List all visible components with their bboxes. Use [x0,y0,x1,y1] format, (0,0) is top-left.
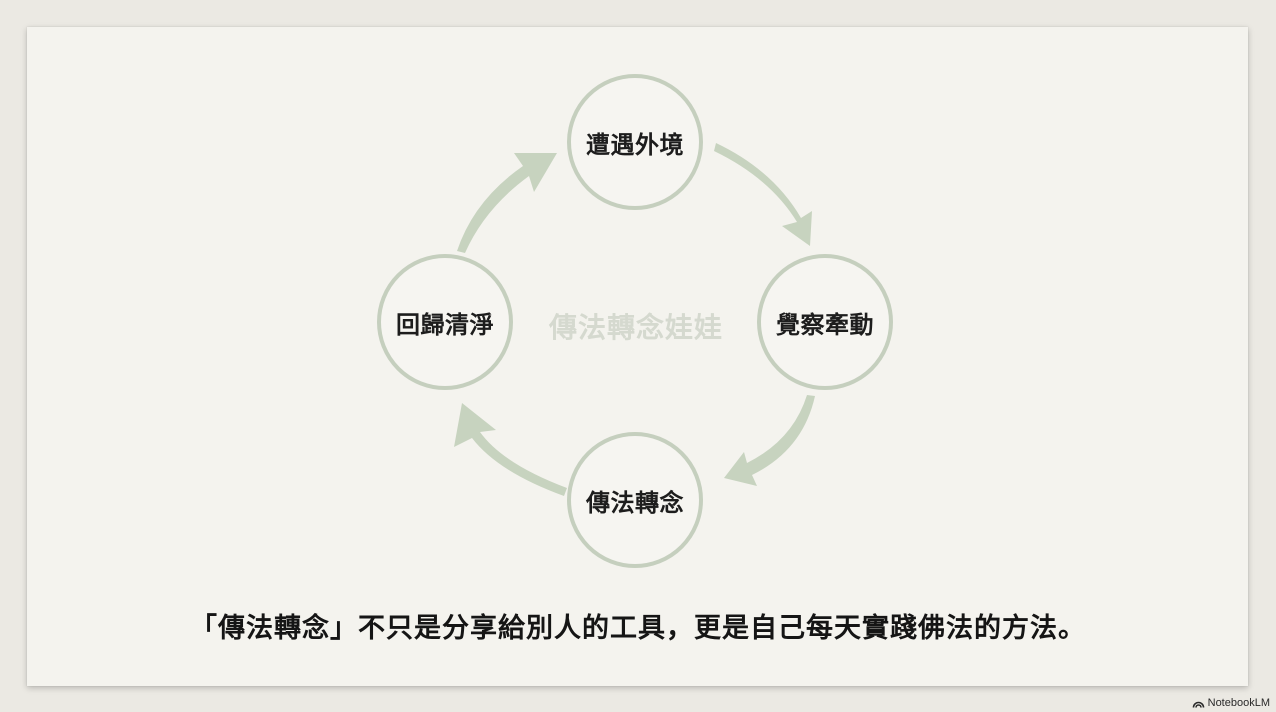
node-encounter: 遭遇外境 [567,74,703,210]
notebooklm-brand: NotebookLM [1192,697,1270,709]
node-transform-label: 傳法轉念 [586,488,684,517]
center-watermark-label: 傳法轉念娃娃 [548,311,723,344]
node-awareness: 覺察牽動 [757,254,893,390]
node-transform: 傳法轉念 [567,432,703,568]
notebooklm-logo-icon [1192,701,1204,708]
arrow-bottom-to-left [454,403,567,496]
node-return: 回歸清淨 [377,254,513,390]
slide-caption: 「傳法轉念」不只是分享給別人的工具，更是自己每天實踐佛法的方法。 [190,613,1086,644]
brand-name: NotebookLM [1207,697,1270,709]
arrow-right-to-bottom [724,395,815,486]
arrow-left-to-top [457,153,557,253]
node-encounter-label: 遭遇外境 [586,130,684,159]
node-return-label: 回歸清淨 [396,310,494,339]
arrow-top-to-right [714,143,812,246]
node-awareness-label: 覺察牽動 [776,310,874,339]
